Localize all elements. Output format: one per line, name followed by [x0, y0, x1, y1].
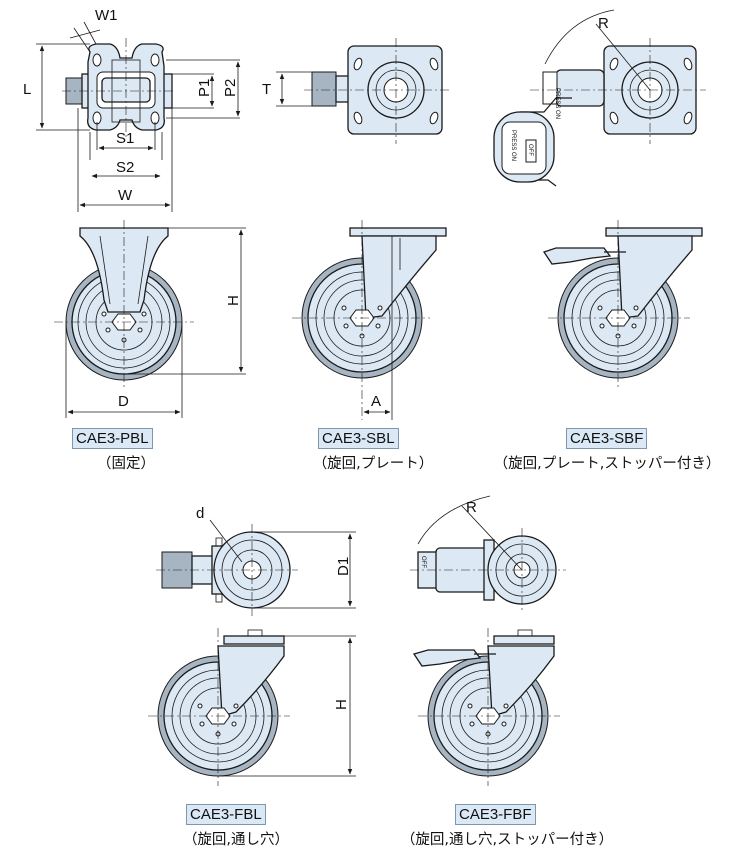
dim-R-top: R: [598, 15, 609, 32]
model-desc-fbl: （旋回,通し穴）: [182, 832, 290, 848]
dim-P1: P1: [196, 79, 213, 97]
fbl-side-view: H: [148, 628, 356, 786]
stopper-press-on-label: PRESS ON: [510, 130, 516, 161]
fbl-swivel-fork: [217, 645, 285, 717]
sbf-swivel-fork: [617, 235, 693, 319]
model-desc-fbf: （旋回,通し穴,ストッパー付き）: [400, 832, 614, 848]
fbl-top-washer: [223, 635, 285, 645]
dim-W: W: [118, 187, 133, 204]
dim-T: T: [262, 81, 271, 98]
pbl-top-view: L W1 P1 P2 S1 S2 W: [23, 7, 241, 212]
dim-S1: S1: [116, 130, 134, 147]
dim-S2: S2: [116, 159, 134, 176]
model-code-fbf: CAE3-FBF: [455, 804, 536, 825]
sbf-top-view: PRESS ON R PRESS ON OFF: [493, 9, 706, 187]
fbl-top-view: d D1: [156, 505, 356, 616]
fbf-side-view: [412, 628, 560, 786]
sbf-stopper-lever: [542, 247, 612, 265]
dim-R-fbf: R: [466, 499, 477, 516]
model-code-fbl: CAE3-FBL: [186, 804, 266, 825]
svg-text:PRESS ON: PRESS ON: [554, 88, 560, 119]
sbl-top-tread: [311, 71, 337, 107]
pbl-hole-tl: [92, 53, 102, 67]
fbf-top-view: OFF R: [410, 495, 566, 612]
dim-W1: W1: [95, 7, 118, 24]
dim-P2: P2: [222, 79, 239, 97]
svg-text:OFF: OFF: [420, 556, 426, 568]
dim-d: d: [196, 505, 204, 522]
dim-H-fbl: H: [333, 699, 350, 710]
dim-A: A: [371, 393, 381, 410]
sbf-stopper-detail-pedal: [501, 121, 547, 175]
sbf-side-view: [542, 220, 703, 388]
dim-D1: D1: [335, 557, 352, 576]
model-code-pbl: CAE3-PBL: [72, 428, 153, 449]
model-code-sbl: CAE3-SBL: [318, 428, 399, 449]
model-desc-sbl: （旋回,プレート）: [312, 456, 434, 472]
dim-L: L: [23, 81, 31, 98]
stopper-off-label: OFF: [527, 144, 533, 156]
dim-H-pbl: H: [225, 295, 242, 306]
model-desc-pbl: （固定）: [97, 456, 155, 472]
pbl-hole-tr: [150, 53, 160, 67]
sbl-top-view: T: [262, 38, 452, 144]
model-code-sbf: CAE3-SBF: [566, 428, 648, 449]
pbl-side-view: H D: [54, 220, 246, 418]
dim-D: D: [118, 393, 129, 410]
sbl-swivel-fork: [361, 235, 437, 319]
sbf-top-stopper-body: [555, 69, 605, 107]
sbl-plate: [349, 227, 447, 237]
model-desc-sbf: （旋回,プレート,ストッパー付き）: [493, 456, 721, 472]
fbf-top-washer: [493, 635, 555, 645]
fbf-swivel-fork: [487, 645, 555, 717]
sbf-plate: [605, 227, 703, 237]
fbf-stopper-lever: [412, 649, 482, 667]
sbf-top-pedal: [542, 71, 558, 105]
sbl-side-view: A: [292, 220, 447, 420]
